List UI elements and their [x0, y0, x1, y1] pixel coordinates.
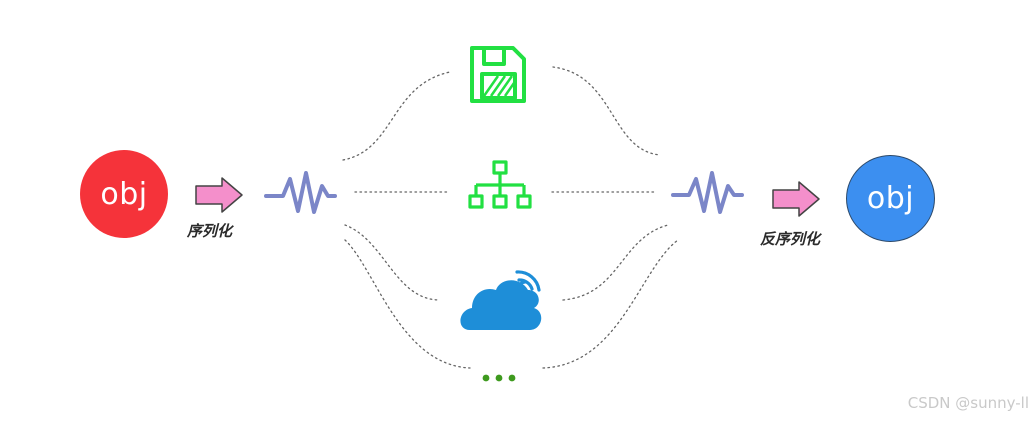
wave-left-line: [264, 171, 337, 214]
deserialize-arrow-icon: [772, 181, 820, 217]
deserialize-arrow-shape: [772, 181, 820, 217]
deserialize-label: 反序列化: [760, 230, 821, 248]
connector-left-to-cloud: [344, 224, 441, 301]
floppy-disk-icon: [470, 46, 526, 103]
network-tree-icon: [468, 160, 532, 209]
serialize-arrow-icon: [195, 177, 243, 213]
tree-root-node: [492, 160, 508, 175]
wireless-waves: [515, 270, 541, 292]
floppy-label: [480, 72, 517, 100]
cloud-wireless-icon: [460, 270, 542, 330]
source-object-node: obj: [80, 150, 168, 238]
connector-more-to-right: [542, 239, 679, 369]
serialize-arrow-shape: [195, 177, 243, 213]
byte-stream-wave-icon-left: [264, 171, 337, 214]
floppy-outline: [470, 46, 526, 103]
byte-stream-wave-icon-right: [671, 171, 744, 214]
serialize-label: 序列化: [187, 222, 233, 240]
target-object-label: obj: [866, 181, 915, 216]
watermark: CSDN @sunny-ll: [907, 394, 1029, 412]
connector-left-to-storage: [342, 71, 451, 161]
floppy-shutter: [482, 46, 506, 66]
tree-leaf-node-3: [516, 194, 532, 209]
wave-right-line: [671, 171, 744, 214]
source-object-label: obj: [100, 176, 148, 212]
connector-left-to-more: [344, 239, 471, 369]
connector-lines: [342, 66, 679, 369]
tree-leaf-node-2: [492, 194, 508, 209]
connector-cloud-to-right: [562, 224, 669, 301]
ellipsis-icon: [482, 374, 516, 382]
cloud-shape: [460, 280, 542, 330]
connector-storage-to-right: [552, 66, 661, 156]
floppy-hatch: [482, 75, 516, 97]
tree-leaf-node-1: [468, 194, 484, 209]
target-object-node: obj: [846, 155, 935, 242]
